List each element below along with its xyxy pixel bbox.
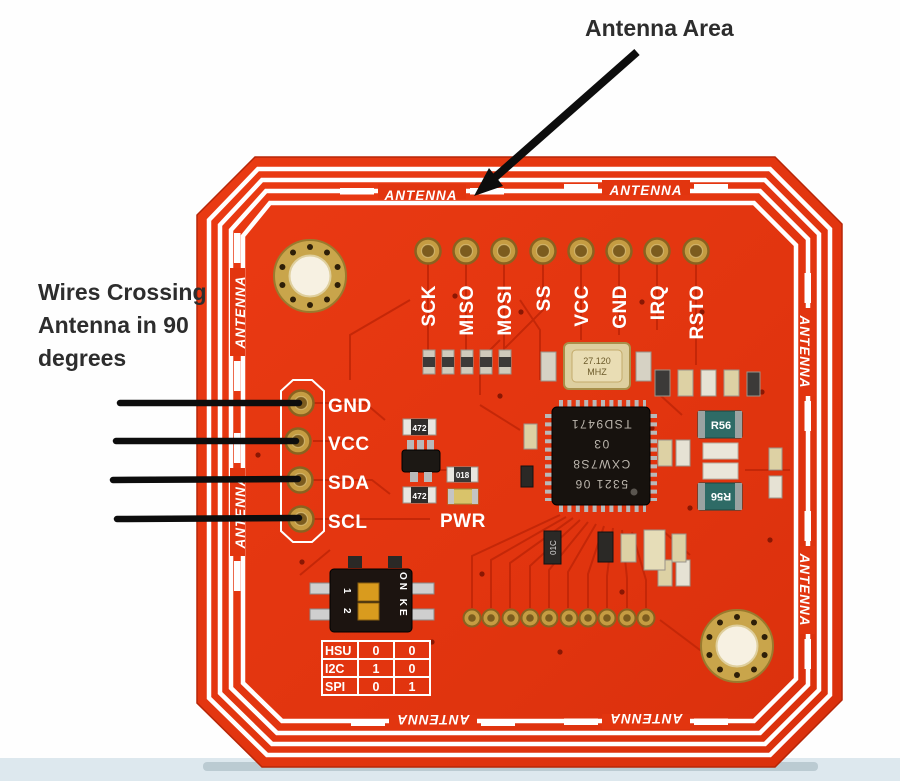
antenna-label-top-2: ANTENNA	[609, 183, 683, 198]
wire-to-scl	[113, 514, 303, 523]
top-pin-labels: SCK MISO MOSI SS VCC GND IRQ RSTO	[419, 285, 708, 339]
mode-row-hsu: HSU	[325, 644, 351, 658]
pin-label-sda: SDA	[328, 473, 370, 494]
mode-spi-v1: 0	[373, 680, 380, 694]
smd-cluster-below-chip: 01C	[520, 423, 687, 571]
dip-switch[interactable]: ON KE 1 2	[309, 556, 435, 633]
antenna-label-left-2: ANTENNA	[233, 476, 248, 550]
left-pin-silk-outline	[280, 379, 325, 543]
pin-label-vcc-top: VCC	[572, 285, 593, 327]
antenna-coil-traces	[206, 166, 833, 758]
wire-to-sda	[109, 475, 302, 484]
mode-spi-v2: 1	[409, 680, 416, 694]
comp-01c-label: 01C	[549, 540, 558, 555]
wires-callout-line3: degrees	[38, 345, 126, 371]
crystal-freq: 27.120	[583, 356, 611, 366]
pin-label-gnd-left: GND	[328, 396, 372, 417]
chip-marking-2: CXW7S8	[572, 457, 630, 471]
crystal-unit: MHZ	[587, 367, 607, 377]
mounting-hole-top-left	[273, 239, 347, 313]
pin-label-irq: IRQ	[648, 285, 669, 320]
antenna-label-right-1: ANTENNA	[797, 315, 812, 389]
chip-marking-3: 03	[593, 437, 609, 451]
pin-label-scl: SCL	[328, 512, 368, 533]
pin-label-miso: MISO	[457, 285, 478, 336]
mounting-hole-bottom-right	[700, 609, 774, 683]
pin-label-mosi: MOSI	[495, 285, 516, 336]
dip-2-label: 2	[341, 608, 352, 614]
nfc-chip: 5321 06 CXW7S8 03 TSD9471	[545, 400, 657, 512]
pin-label-gnd-top: GND	[610, 285, 631, 329]
antenna-label-bottom-2: ANTENNA	[610, 711, 684, 726]
chip-pin1-dot	[630, 488, 638, 496]
dip-1-label: 1	[341, 588, 352, 594]
resistor-472-label-2: 472	[412, 491, 426, 501]
mode-i2c-v1: 1	[373, 662, 380, 676]
inductor-cluster-right: R56 R56	[657, 410, 783, 587]
mode-row-spi: SPI	[325, 680, 345, 694]
pin-label-vcc-left: VCC	[328, 434, 370, 455]
mode-i2c-v2: 0	[409, 662, 416, 676]
mode-row-i2c: I2C	[325, 662, 344, 676]
regulator-cluster: 472 472 018	[401, 418, 479, 505]
pin-label-rsto: RSTO	[687, 285, 708, 339]
comp-018-label: 018	[456, 471, 470, 480]
antenna-area-callout: Antenna Area	[585, 15, 734, 41]
dip-on-ke-label: ON KE	[397, 572, 408, 619]
antenna-area-arrow	[474, 49, 640, 196]
wires-callout-line2: Antenna in 90	[38, 312, 189, 338]
mode-hsu-v2: 0	[409, 644, 416, 658]
pin-label-ss: SS	[534, 285, 555, 311]
pwr-label: PWR	[440, 511, 486, 532]
antenna-label-right-2: ANTENNA	[797, 553, 812, 627]
chip-marking-4: TSD9471	[570, 417, 631, 431]
smd-cluster-top-right	[654, 369, 761, 397]
resistor-472-label-1: 472	[412, 423, 426, 433]
antenna-label-left-1: ANTENNA	[233, 276, 248, 350]
dip-switch-slider-2[interactable]	[357, 602, 380, 621]
mode-table: HSU 0 0 I2C 1 0 SPI 0 1	[321, 640, 431, 696]
pin-label-sck: SCK	[419, 285, 440, 327]
smd-resistor-row-top	[422, 349, 512, 375]
antenna-silk-labels: ANTENNA ANTENNA ANTENNA ANTENNA ANTENNA …	[230, 180, 815, 730]
chip-marking-1: 5321 06	[574, 477, 628, 491]
left-pin-labels: GND VCC SDA SCL	[328, 396, 372, 533]
crystal-oscillator: 27.120 MHZ	[540, 342, 652, 390]
antenna-label-top-1: ANTENNA	[384, 188, 458, 203]
crossing-wires	[109, 399, 303, 523]
r56-label-1: R56	[711, 420, 731, 432]
r56-label-2: R56	[711, 490, 731, 502]
mode-hsu-v1: 0	[373, 644, 380, 658]
dip-switch-slider-1[interactable]	[357, 582, 380, 602]
wires-callout-line1: Wires Crossing	[38, 279, 207, 305]
antenna-label-bottom-1: ANTENNA	[397, 712, 471, 727]
wires-crossing-callout: Wires Crossing Antenna in 90 degrees	[38, 279, 207, 371]
